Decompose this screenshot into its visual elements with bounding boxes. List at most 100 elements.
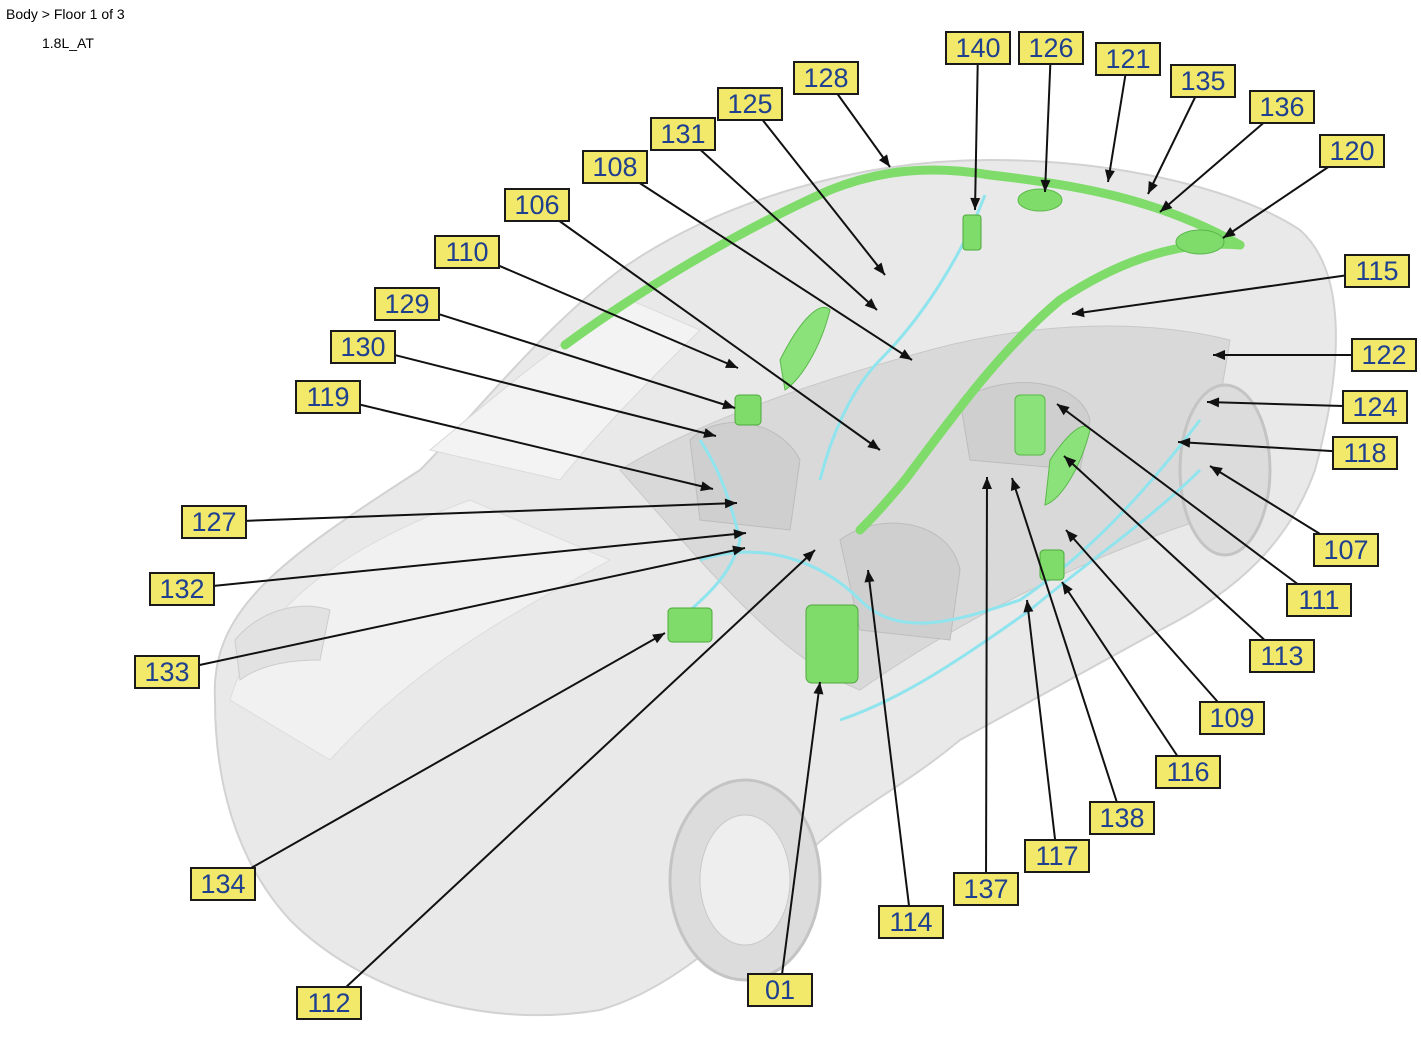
leader-arrowhead-116: [1062, 582, 1073, 595]
control-module-front: [667, 607, 713, 643]
callout-box: [793, 61, 859, 95]
leader-line-134: [250, 632, 666, 869]
leader-arrowhead-117: [1023, 600, 1034, 613]
leader-line-126: [1044, 63, 1052, 193]
callout-box: [1313, 533, 1379, 567]
callout-box: [1024, 839, 1090, 873]
callout-label: 126: [1028, 33, 1073, 63]
callout-box: [1351, 338, 1417, 372]
floor-harness-cyan-1: [699, 419, 1202, 625]
callout-label: 128: [803, 63, 848, 93]
leader-arrowhead-115: [1072, 307, 1085, 318]
front-wheel-rim: [699, 814, 791, 946]
callout-114[interactable]: 114: [878, 905, 944, 939]
leader-line-111: [1056, 403, 1299, 585]
callout-box: [1155, 755, 1221, 789]
callout-130[interactable]: 130: [330, 330, 396, 364]
leader-line-106: [558, 220, 881, 451]
callout-129[interactable]: 129: [374, 287, 440, 321]
callout-107[interactable]: 107: [1313, 533, 1379, 567]
callout-111[interactable]: 111: [1286, 583, 1352, 617]
callout-label: 116: [1166, 757, 1209, 787]
callout-label: 109: [1209, 703, 1254, 733]
callout-126[interactable]: 126: [1018, 31, 1084, 65]
callout-label: 137: [963, 874, 1008, 904]
pillar-module: [962, 214, 982, 251]
leader-arrowhead-121: [1104, 169, 1115, 182]
callout-120[interactable]: 120: [1319, 134, 1385, 168]
leader-arrowhead-113: [1064, 456, 1077, 468]
callout-109[interactable]: 109: [1199, 701, 1265, 735]
leader-arrowhead-137: [981, 477, 992, 490]
callout-label: 133: [144, 657, 189, 687]
leader-line-131: [699, 149, 878, 311]
callout-box: [149, 572, 215, 606]
callout-box: [582, 150, 648, 184]
callout-108[interactable]: 108: [582, 150, 648, 184]
callout-label: 114: [889, 907, 932, 937]
callout-140[interactable]: 140: [945, 31, 1011, 65]
callout-box: [1199, 701, 1265, 735]
callout-label: 124: [1352, 392, 1397, 422]
leader-arrowhead-128: [878, 154, 890, 167]
leader-line-115: [1071, 274, 1346, 315]
components: [667, 188, 1225, 684]
leader-arrowhead-122: [1213, 350, 1225, 360]
callout-label: 106: [514, 190, 559, 220]
callout-box: [1332, 436, 1398, 470]
callout-box: [945, 31, 1011, 65]
callout-133[interactable]: 133: [134, 655, 200, 689]
callout-01[interactable]: 01: [747, 973, 813, 1007]
callout-box: [1095, 42, 1161, 76]
callout-128[interactable]: 128: [793, 61, 859, 95]
callout-121[interactable]: 121: [1095, 42, 1161, 76]
leader-line-125: [761, 119, 886, 276]
leader-arrowhead-140: [970, 197, 981, 210]
leader-arrowhead-125: [873, 262, 885, 275]
leader-line-128: [836, 93, 891, 168]
leader-arrowhead-138: [1010, 478, 1021, 491]
airbag-left: [779, 307, 831, 391]
leader-arrowhead-133: [732, 545, 745, 556]
leader-arrowhead-126: [1040, 179, 1051, 192]
callout-116[interactable]: 116: [1155, 755, 1221, 789]
callout-131[interactable]: 131: [650, 117, 716, 151]
leader-arrowhead-108: [899, 349, 912, 360]
callout-label: 129: [384, 289, 429, 319]
callout-134[interactable]: 134: [190, 867, 256, 901]
callout-125[interactable]: 125: [717, 87, 783, 121]
callout-135[interactable]: 135: [1170, 64, 1236, 98]
leader-line-109: [1065, 529, 1219, 703]
callout-112[interactable]: 112: [296, 986, 362, 1020]
callout-138[interactable]: 138: [1089, 801, 1155, 835]
callout-box: [747, 973, 813, 1007]
leader-line-118: [1177, 441, 1334, 453]
callout-label: 112: [307, 988, 350, 1018]
callout-115[interactable]: 115: [1344, 254, 1410, 288]
callout-113[interactable]: 113: [1249, 639, 1315, 673]
leader-arrowhead-132: [733, 529, 746, 540]
leader-arrowhead-111: [1057, 404, 1070, 416]
callout-110[interactable]: 110: [434, 235, 500, 269]
callout-118[interactable]: 118: [1332, 436, 1398, 470]
leader-arrowhead-01: [813, 682, 824, 695]
leader-arrowhead-118: [1178, 437, 1191, 448]
callout-132[interactable]: 132: [149, 572, 215, 606]
leader-arrowhead-110: [725, 358, 738, 368]
leader-line-121: [1107, 74, 1127, 183]
callout-117[interactable]: 117: [1024, 839, 1090, 873]
callout-label: 122: [1361, 340, 1406, 370]
callout-136[interactable]: 136: [1249, 90, 1315, 124]
leader-line-119: [359, 403, 714, 490]
headlight: [234, 605, 331, 681]
callout-label: 138: [1099, 803, 1144, 833]
callout-box: [650, 117, 716, 151]
callout-137[interactable]: 137: [953, 872, 1019, 906]
leader-arrowhead-127: [724, 498, 737, 509]
callout-127[interactable]: 127: [181, 505, 247, 539]
callout-box: [1249, 639, 1315, 673]
callout-106[interactable]: 106: [504, 188, 570, 222]
callout-124[interactable]: 124: [1342, 390, 1408, 424]
callout-122[interactable]: 122: [1351, 338, 1417, 372]
callout-119[interactable]: 119: [295, 380, 361, 414]
